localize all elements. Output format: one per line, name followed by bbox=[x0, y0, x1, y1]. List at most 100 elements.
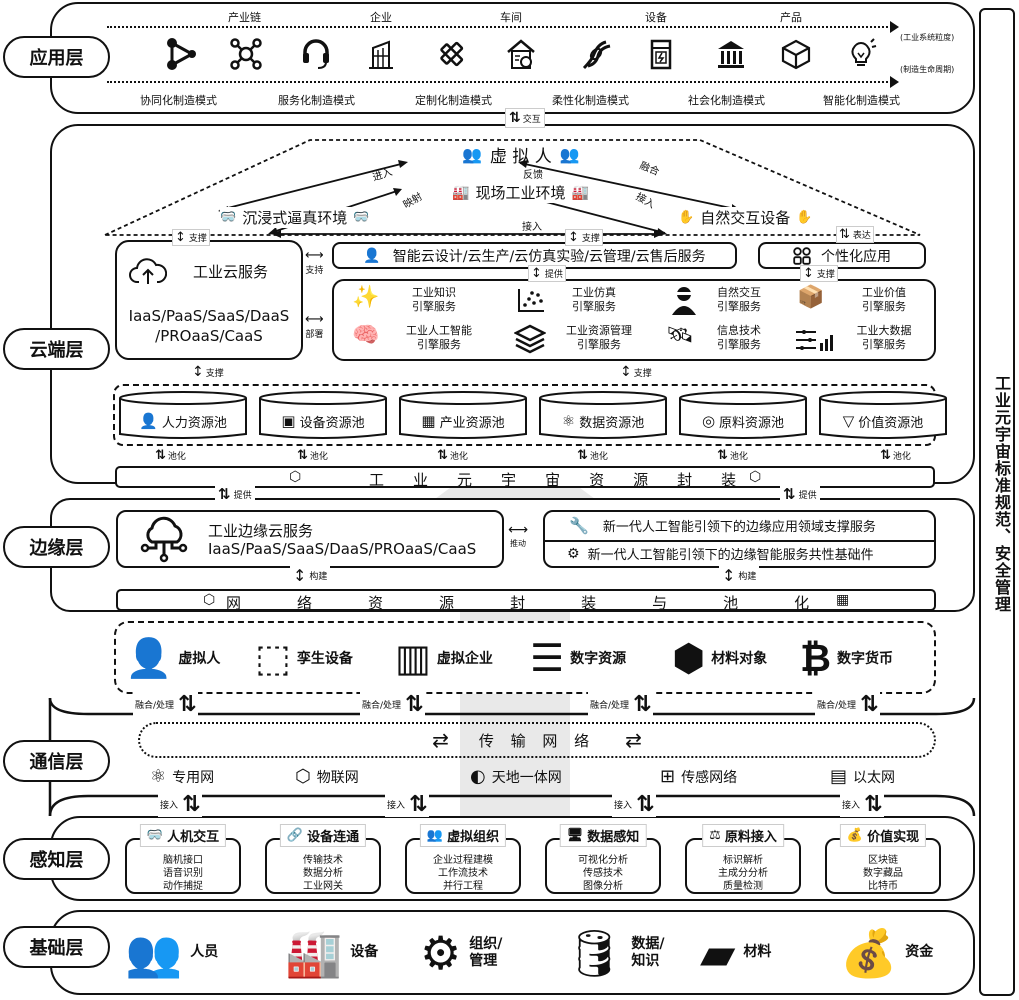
resource-pool: ▦产业资源池 bbox=[398, 390, 528, 442]
resource-pool: ◎原料资源池 bbox=[678, 390, 808, 442]
perception-item: 可视化分析 bbox=[578, 855, 628, 866]
bidirectional-arrow-icon: ⇅ bbox=[509, 110, 521, 126]
up-down-arrow-icon: ⇅ bbox=[636, 792, 655, 817]
feedback-label: 反馈 bbox=[523, 170, 543, 181]
horizontal-arrow-icon: ⟷ bbox=[305, 312, 324, 327]
perception-group: 🖥数据感知可视化分析传感技术图像分析 bbox=[545, 824, 661, 894]
layer-label-cloud: 云端层 bbox=[3, 328, 110, 370]
org-chart-icon: ⚙ bbox=[420, 925, 462, 980]
people-icon: 👥 bbox=[125, 925, 183, 980]
interact-label: 交互 bbox=[522, 114, 541, 125]
triangle-nodes-icon bbox=[167, 38, 196, 70]
fuse-process-connector: 融合/处理⇅ bbox=[360, 692, 426, 717]
foundation-item: 🛢数据/知识 bbox=[565, 915, 665, 990]
cube-icon bbox=[781, 39, 811, 70]
lifecycle-axis-caption: (制造生命周期) bbox=[900, 65, 955, 74]
support-link: ⟷支持 bbox=[305, 248, 324, 276]
transport-network-label: 传 输 网 络 bbox=[478, 731, 596, 750]
up-down-arrow-icon: ⇅ bbox=[860, 692, 879, 717]
building-icon bbox=[369, 40, 393, 69]
fuse-process-connector: 融合/处理⇅ bbox=[133, 692, 199, 717]
network-type-label: 传感网络 bbox=[681, 769, 738, 786]
network-type: ◐天地一体网 bbox=[470, 766, 562, 787]
transport-network: ⇄ 传 输 网 络 ⇄ bbox=[138, 722, 936, 758]
build-connector: ↕构建 bbox=[719, 566, 760, 585]
support-connector: ↕支撑 bbox=[800, 265, 838, 282]
perception-item: 语音识别 bbox=[163, 868, 203, 879]
virtual-human-label: 虚 拟 人 bbox=[489, 147, 552, 167]
up-down-arrow-icon: ⇅ bbox=[182, 792, 201, 817]
access-connector: 接入⇅ bbox=[612, 792, 657, 817]
ethernet-icon: ▤ bbox=[830, 766, 848, 787]
network-encapsulation-bar: ⬡ 网络资源封装与池化 ▦ bbox=[116, 589, 936, 613]
encapsulation-char: 工 bbox=[369, 471, 385, 489]
digital-twin-item: 👤虚拟人 bbox=[125, 632, 220, 684]
lifecycle-axis bbox=[107, 81, 892, 83]
engine-service: 工业大数据引擎服务 bbox=[856, 324, 912, 351]
pooling-connector: ⇅池化 bbox=[155, 448, 186, 463]
space-ground-icon: ◐ bbox=[470, 766, 486, 787]
up-down-arrow-icon: ⇅ bbox=[218, 485, 231, 503]
industry-grid-icon: ▦ bbox=[421, 412, 436, 430]
hand-gesture-icon: ✋ bbox=[796, 210, 813, 225]
perception-group-title: 设备连通 bbox=[307, 830, 360, 845]
resource-pool: 👤人力资源池 bbox=[118, 390, 248, 442]
twin-device-icon: ⬚ bbox=[255, 636, 291, 680]
encapsulation-char: 资 bbox=[589, 471, 605, 489]
up-down-arrow-icon: ⇅ bbox=[864, 792, 883, 817]
hand-gesture-icon: ✋ bbox=[678, 210, 695, 225]
resource-pool-label: 设备资源池 bbox=[299, 415, 365, 431]
brain-circuit-icon: 🧠 bbox=[352, 323, 380, 348]
standards-security-panel: 工业元宇宙标准规范、安全管理 bbox=[979, 8, 1015, 996]
engine-service: 工业仿真引擎服务 bbox=[572, 286, 616, 313]
engine-services-panel: ✨ 工业知识引擎服务 工业仿真引擎服务 自然交互引擎服务 📦 工业价值引擎服务 … bbox=[332, 279, 936, 361]
people-group-icon: 👥 bbox=[462, 145, 482, 164]
exchange-arrows-icon: ⇄ bbox=[625, 728, 642, 752]
network-pool-char: 池 bbox=[723, 594, 739, 612]
granularity-item: 车间 bbox=[500, 11, 522, 24]
perception-group-header: 🥽人机交互 bbox=[139, 824, 227, 847]
encapsulation-char: 装 bbox=[721, 471, 737, 489]
network-pool-char: 源 bbox=[439, 594, 455, 612]
network-pool-char: 化 bbox=[794, 594, 810, 612]
edge-ai-support-label: 新一代人工智能引领下的边缘应用领域支撑服务 bbox=[602, 520, 876, 535]
network-type-label: 专用网 bbox=[172, 769, 215, 786]
provide-connector: ↕提供 bbox=[528, 265, 566, 282]
granularity-axis-arrowhead bbox=[890, 21, 899, 33]
digital-twin-item: ₿数字货币 bbox=[800, 632, 893, 684]
atom-icon: ⚛ bbox=[561, 412, 576, 430]
foundation-item-label: 材料 bbox=[743, 944, 772, 960]
link-icon: 🔗 bbox=[286, 828, 304, 843]
perception-group-header: ⚖原料接入 bbox=[702, 824, 784, 847]
up-down-arrow-icon: ⇅ bbox=[717, 448, 728, 463]
resource-pool-label: 原料资源池 bbox=[719, 415, 785, 431]
perception-item: 脑机接口 bbox=[163, 855, 203, 866]
granularity-item: 设备 bbox=[645, 11, 667, 24]
pooling-connector: ⇅池化 bbox=[297, 448, 328, 463]
manufacturing-mode: 定制化制造模式 bbox=[415, 94, 492, 107]
people-group-icon: 👥 bbox=[559, 145, 580, 164]
app-grid-icon bbox=[793, 246, 811, 265]
wrench-icon: 🔧 bbox=[569, 516, 589, 535]
encapsulation-char: 宇 bbox=[501, 471, 517, 489]
digital-twin-label: 材料对象 bbox=[711, 651, 768, 667]
perception-items: 区块链数字藏品比特币 bbox=[827, 854, 939, 893]
encapsulation-char: 封 bbox=[677, 471, 693, 489]
manufacturing-mode: 协同化制造模式 bbox=[140, 94, 217, 107]
network-pool-text: 网络资源封装与池化 bbox=[226, 592, 809, 613]
perception-items: 脑机接口语音识别动作捕捉 bbox=[127, 854, 239, 893]
foundation-item: 💰资金 bbox=[840, 915, 933, 990]
engine-service: 工业人工智能引擎服务 bbox=[406, 324, 472, 351]
private-network-icon: ⚛ bbox=[150, 766, 167, 787]
resource-pool-label: 产业资源池 bbox=[439, 415, 505, 431]
provide-connector: ⇅提供 bbox=[780, 485, 820, 503]
database-icon: 🛢 bbox=[565, 925, 624, 980]
perception-item: 工业网关 bbox=[303, 881, 343, 892]
layers-stack-icon bbox=[514, 324, 546, 354]
virtual-enterprise-icon: ▥ bbox=[395, 636, 431, 680]
horizontal-arrow-icon: ⟷ bbox=[305, 248, 324, 263]
pooling-connector: ⇅池化 bbox=[577, 448, 608, 463]
foundation-item-label: 管理 bbox=[469, 952, 498, 969]
perception-group-header: 💰价值实现 bbox=[839, 824, 927, 847]
interact-connector: ⇅ 交互 bbox=[505, 108, 545, 128]
